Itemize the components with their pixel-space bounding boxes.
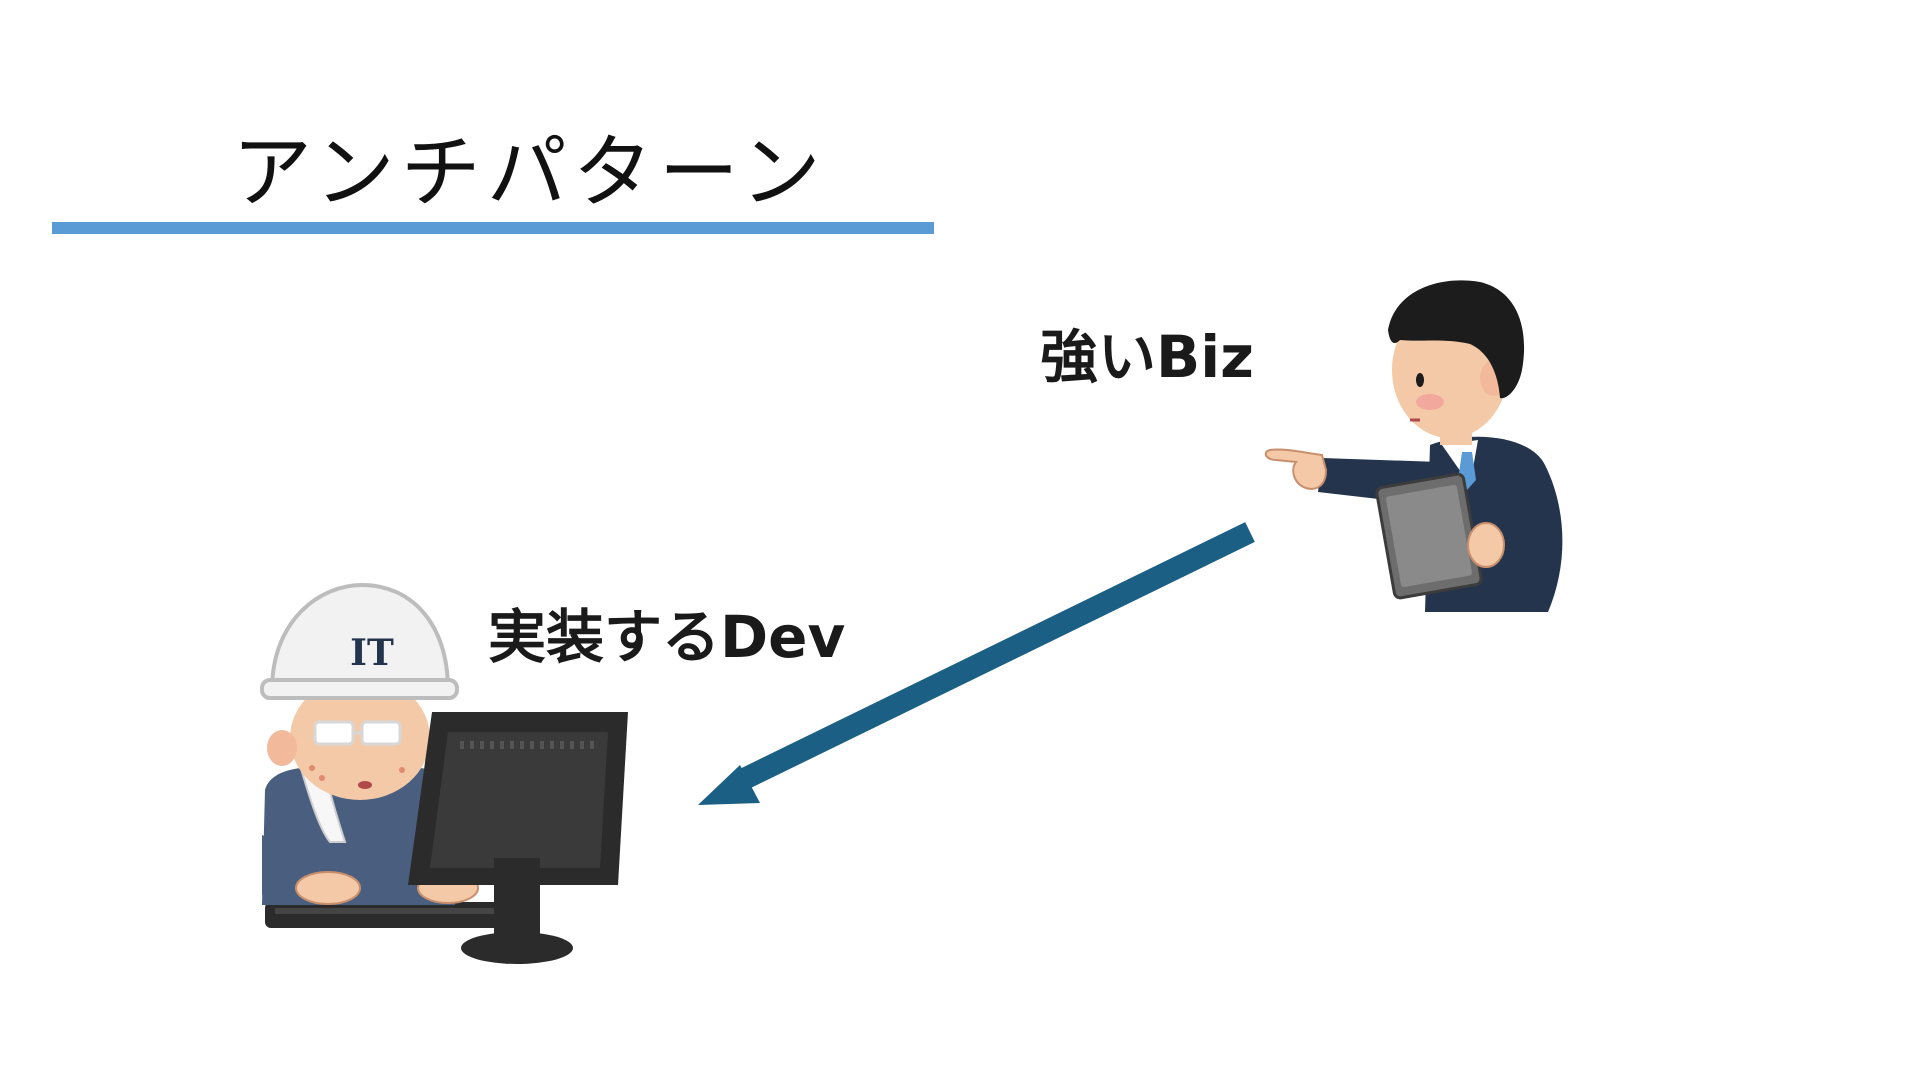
developer-at-computer-icon: IT bbox=[260, 582, 628, 964]
helmet-text: IT bbox=[350, 632, 394, 674]
tablet-icon bbox=[1375, 472, 1483, 600]
pointing-businessman-icon bbox=[1264, 280, 1563, 612]
biz-label: 強いBiz bbox=[1040, 323, 1254, 391]
monitor-icon bbox=[408, 712, 628, 964]
slide-title: アンチパターン bbox=[232, 126, 827, 219]
keyboard-icon bbox=[265, 902, 505, 928]
arrow-down-left-icon bbox=[698, 522, 1255, 805]
dev-label: 実装するDev bbox=[488, 603, 846, 671]
title-underline bbox=[52, 222, 934, 234]
helmet-icon: IT bbox=[260, 582, 459, 700]
